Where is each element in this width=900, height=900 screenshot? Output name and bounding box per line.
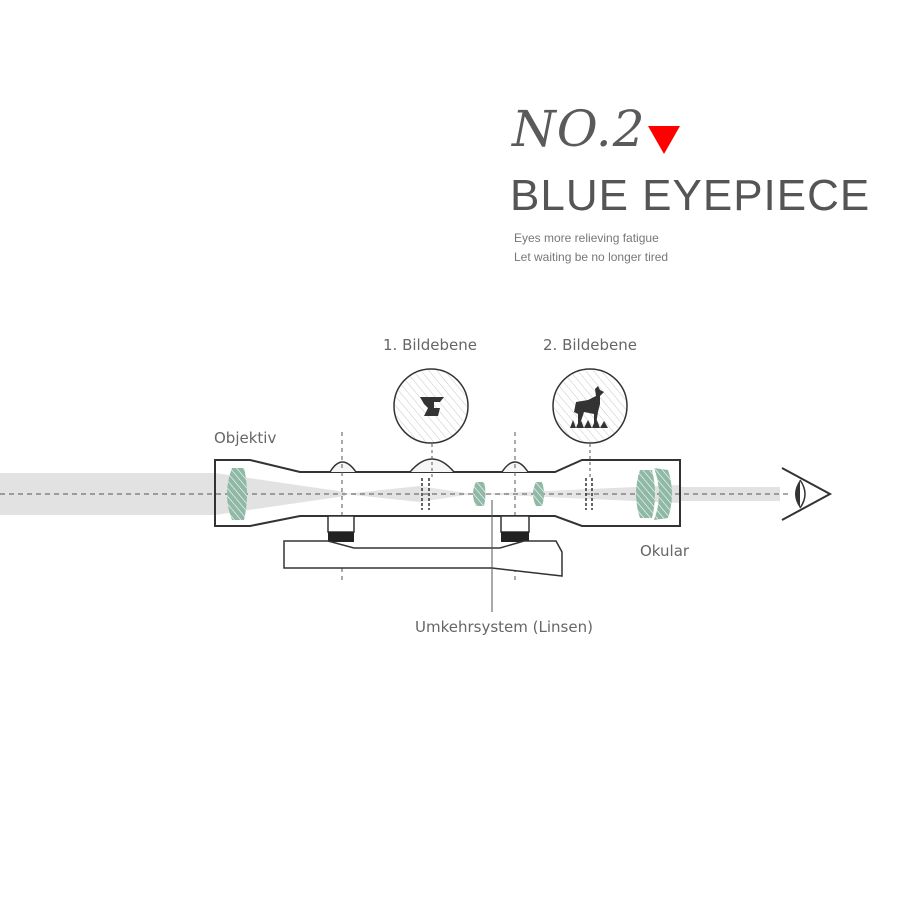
header: NO.2 BLUE EYEPIECE Eyes more relieving f… [0, 0, 900, 280]
eyepiece-lens-2 [654, 468, 672, 520]
subtitle-line-1: Eyes more relieving fatigue [514, 231, 659, 245]
red-down-triangle-icon [648, 126, 680, 154]
label-focal-plane-1: 1. Bildebene [383, 336, 477, 354]
scope-body [214, 459, 681, 527]
mount-ring-right [500, 515, 530, 542]
erector-lens-2 [533, 482, 544, 506]
eyepiece-lens-1 [636, 470, 655, 518]
section-title: BLUE EYEPIECE [510, 171, 871, 220]
eye-icon [781, 467, 833, 521]
label-focal-plane-2: 2. Bildebene [543, 336, 637, 354]
scope-diagram: 1. Bildebene 2. Bildebene Objektiv Okula… [0, 336, 833, 636]
section-number: NO.2 [512, 100, 646, 158]
deer-circle-icon [552, 368, 628, 444]
subtitle-line-2: Let waiting be no longer tired [514, 250, 669, 264]
objective-lens [227, 468, 247, 520]
label-objective: Objektiv [214, 429, 276, 447]
label-erector-system: Umkehrsystem (Linsen) [415, 618, 593, 636]
mount-ring-left [327, 515, 355, 542]
erector-lens-1 [473, 482, 486, 506]
reticle-circle-icon [393, 368, 469, 444]
label-eyepiece: Okular [640, 542, 690, 560]
mount-rail [283, 540, 563, 577]
turret-left [329, 461, 357, 473]
